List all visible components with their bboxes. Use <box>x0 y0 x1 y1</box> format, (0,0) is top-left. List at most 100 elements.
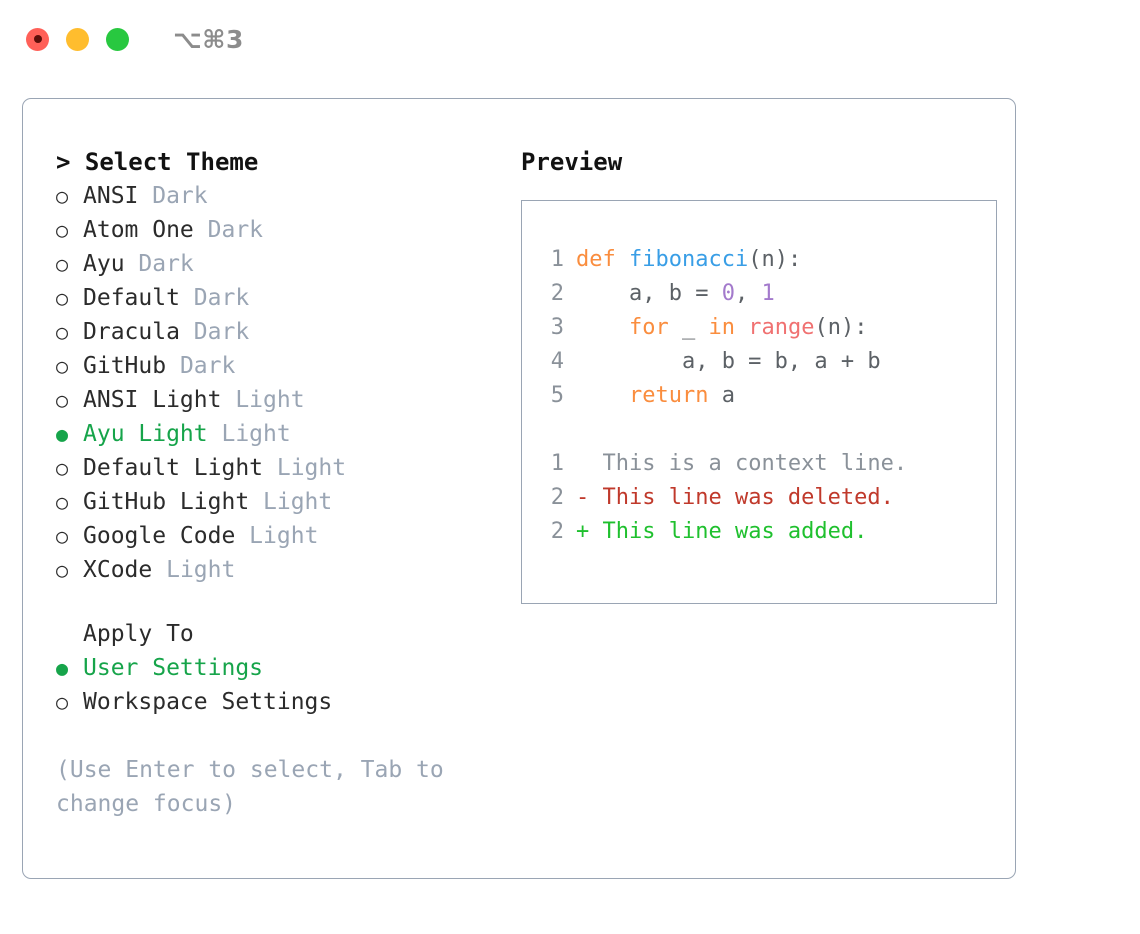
code-token-pl: a <box>708 383 735 408</box>
code-token-pl: a, b = b, a + b <box>576 349 881 374</box>
code-token-kw: in <box>708 315 735 340</box>
code-text: def fibonacci(n): <box>576 243 801 277</box>
code-line: 2 a, b = 0, 1 <box>536 277 996 311</box>
line-number: 3 <box>550 315 564 340</box>
line-number: 4 <box>550 349 564 374</box>
code-token-num: 0 <box>721 281 735 306</box>
theme-variant-badge: Light <box>235 523 319 549</box>
line-number: 2 <box>550 485 564 510</box>
theme-variant-badge: Dark <box>179 319 250 345</box>
theme-option-label: Atom One <box>83 217 194 243</box>
select-theme-heading: > Select Theme <box>56 148 259 176</box>
theme-option-default-light[interactable]: ○Default Light Light <box>56 451 509 485</box>
theme-option-dracula[interactable]: ○ Dracula Dark <box>56 315 509 349</box>
theme-option-label: ANSI <box>83 183 139 209</box>
line-number: 1 <box>550 451 564 476</box>
code-token-num: 1 <box>761 281 775 306</box>
code-text: a, b = b, a + b <box>576 345 881 379</box>
radio-unselected-icon: ○ <box>56 558 69 582</box>
theme-option-label: Dracula <box>83 319 180 345</box>
radio-unselected-icon: ○ <box>56 286 69 310</box>
close-button-icon[interactable] <box>26 27 49 51</box>
theme-option-ansi[interactable]: ○ANSI Dark <box>56 179 509 213</box>
diff-marker <box>576 447 603 481</box>
diff-line-del: 2- This line was deleted. <box>536 481 996 515</box>
diff-marker: + <box>576 519 603 544</box>
window-controls <box>26 27 129 51</box>
code-token-fn: fibonacci <box>629 247 749 272</box>
theme-option-google-code[interactable]: ○Google Code Light <box>56 519 509 553</box>
theme-option-label: GitHub <box>83 353 167 379</box>
code-token-pl <box>735 315 748 340</box>
theme-option-label: Google Code <box>83 523 236 549</box>
theme-variant-badge: Light <box>221 387 305 413</box>
radio-unselected-icon: ○ <box>56 690 69 714</box>
code-token-pl: (n): <box>814 315 868 340</box>
preview-heading: Preview <box>521 148 623 176</box>
theme-variant-badge: Light <box>152 557 236 583</box>
theme-variant-badge: Light <box>249 489 333 515</box>
theme-option-label: Default <box>83 285 180 311</box>
code-text: return a <box>576 379 735 413</box>
line-number: 2 <box>550 519 564 544</box>
diff-text: This line was deleted. <box>602 485 894 510</box>
theme-variant-badge: Light <box>207 421 291 447</box>
theme-option-label: Ayu Light <box>83 421 208 447</box>
theme-variant-badge: Dark <box>124 251 194 277</box>
line-number: 2 <box>550 281 564 306</box>
apply-to-option-label: User Settings <box>83 655 264 681</box>
diff-text: This is a context line. <box>602 451 908 476</box>
apply-to-heading: Apply To <box>83 621 194 647</box>
diff-line-ctx: 1 This is a context line. <box>536 447 996 481</box>
theme-selector-column: > Select Theme ○ANSI Dark○Atom One Dark○… <box>39 145 509 878</box>
code-token-pl: , <box>734 281 762 306</box>
code-token-kw: def <box>576 247 616 272</box>
line-number: 1 <box>550 247 564 272</box>
diff-line-add: 2 + This line was added. <box>536 515 996 549</box>
theme-variant-badge: Light <box>263 455 347 481</box>
theme-option-atom-one[interactable]: ○Atom One Dark <box>56 213 509 247</box>
apply-to-option-user-settings[interactable]: ● User Settings <box>56 651 509 685</box>
code-token-pl <box>616 247 629 272</box>
apply-to-option-workspace-settings[interactable]: ○ Workspace Settings <box>56 685 509 719</box>
apply-to-list: ● User Settings ○ Workspace Settings <box>56 651 509 719</box>
theme-option-ansi-light[interactable]: ○ANSI Light Light <box>56 383 509 417</box>
code-token-pl: _ <box>668 315 709 340</box>
help-text: (Use Enter to select, Tab to change focu… <box>56 757 444 817</box>
theme-variant-badge: Dark <box>179 285 250 311</box>
maximize-button-icon[interactable] <box>106 27 129 51</box>
code-token-pl <box>576 315 629 340</box>
apply-to-option-label: Workspace Settings <box>83 689 333 715</box>
theme-option-label: ANSI Light <box>83 387 222 413</box>
radio-selected-icon: ● <box>56 422 69 446</box>
radio-unselected-icon: ○ <box>56 354 69 378</box>
code-token-kw: return <box>628 383 709 408</box>
code-token-kw: for <box>628 315 669 340</box>
theme-option-ayu-light[interactable]: ● Ayu Light Light <box>56 417 509 451</box>
code-line: 5 return a <box>536 379 996 413</box>
diff-text: This line was added. <box>602 519 868 544</box>
theme-option-default[interactable]: ○ Default Dark <box>56 281 509 315</box>
diff-sample: 1 This is a context line.2- This line wa… <box>536 447 996 549</box>
keyboard-shortcut-label: ⌥⌘3 <box>173 24 244 54</box>
theme-option-github[interactable]: ○ GitHub Dark <box>56 349 509 383</box>
theme-option-label: Default Light <box>83 455 264 481</box>
code-line: 1 def fibonacci(n): <box>536 243 996 277</box>
code-token-pl: (n): <box>748 247 802 272</box>
theme-variant-badge: Dark <box>166 353 236 379</box>
code-spacer <box>536 413 996 447</box>
theme-option-github-light[interactable]: ○GitHub Light Light <box>56 485 509 519</box>
code-text: a, b = 0, 1 <box>576 277 775 311</box>
code-line: 3 for _ in range(n): <box>536 311 996 345</box>
theme-option-ayu[interactable]: ○Ayu Dark <box>56 247 509 281</box>
radio-selected-icon: ● <box>56 656 69 680</box>
radio-unselected-icon: ○ <box>56 252 69 276</box>
radio-unselected-icon: ○ <box>56 320 69 344</box>
theme-variant-badge: Dark <box>193 217 264 243</box>
theme-list: ○ANSI Dark○Atom One Dark○Ayu Dark○Defaul… <box>56 179 509 587</box>
theme-option-xcode[interactable]: ○XCode Light <box>56 553 509 587</box>
theme-option-label: GitHub Light <box>83 489 250 515</box>
minimize-button-icon[interactable] <box>66 27 89 51</box>
code-token-pl: a, b = <box>576 281 722 306</box>
